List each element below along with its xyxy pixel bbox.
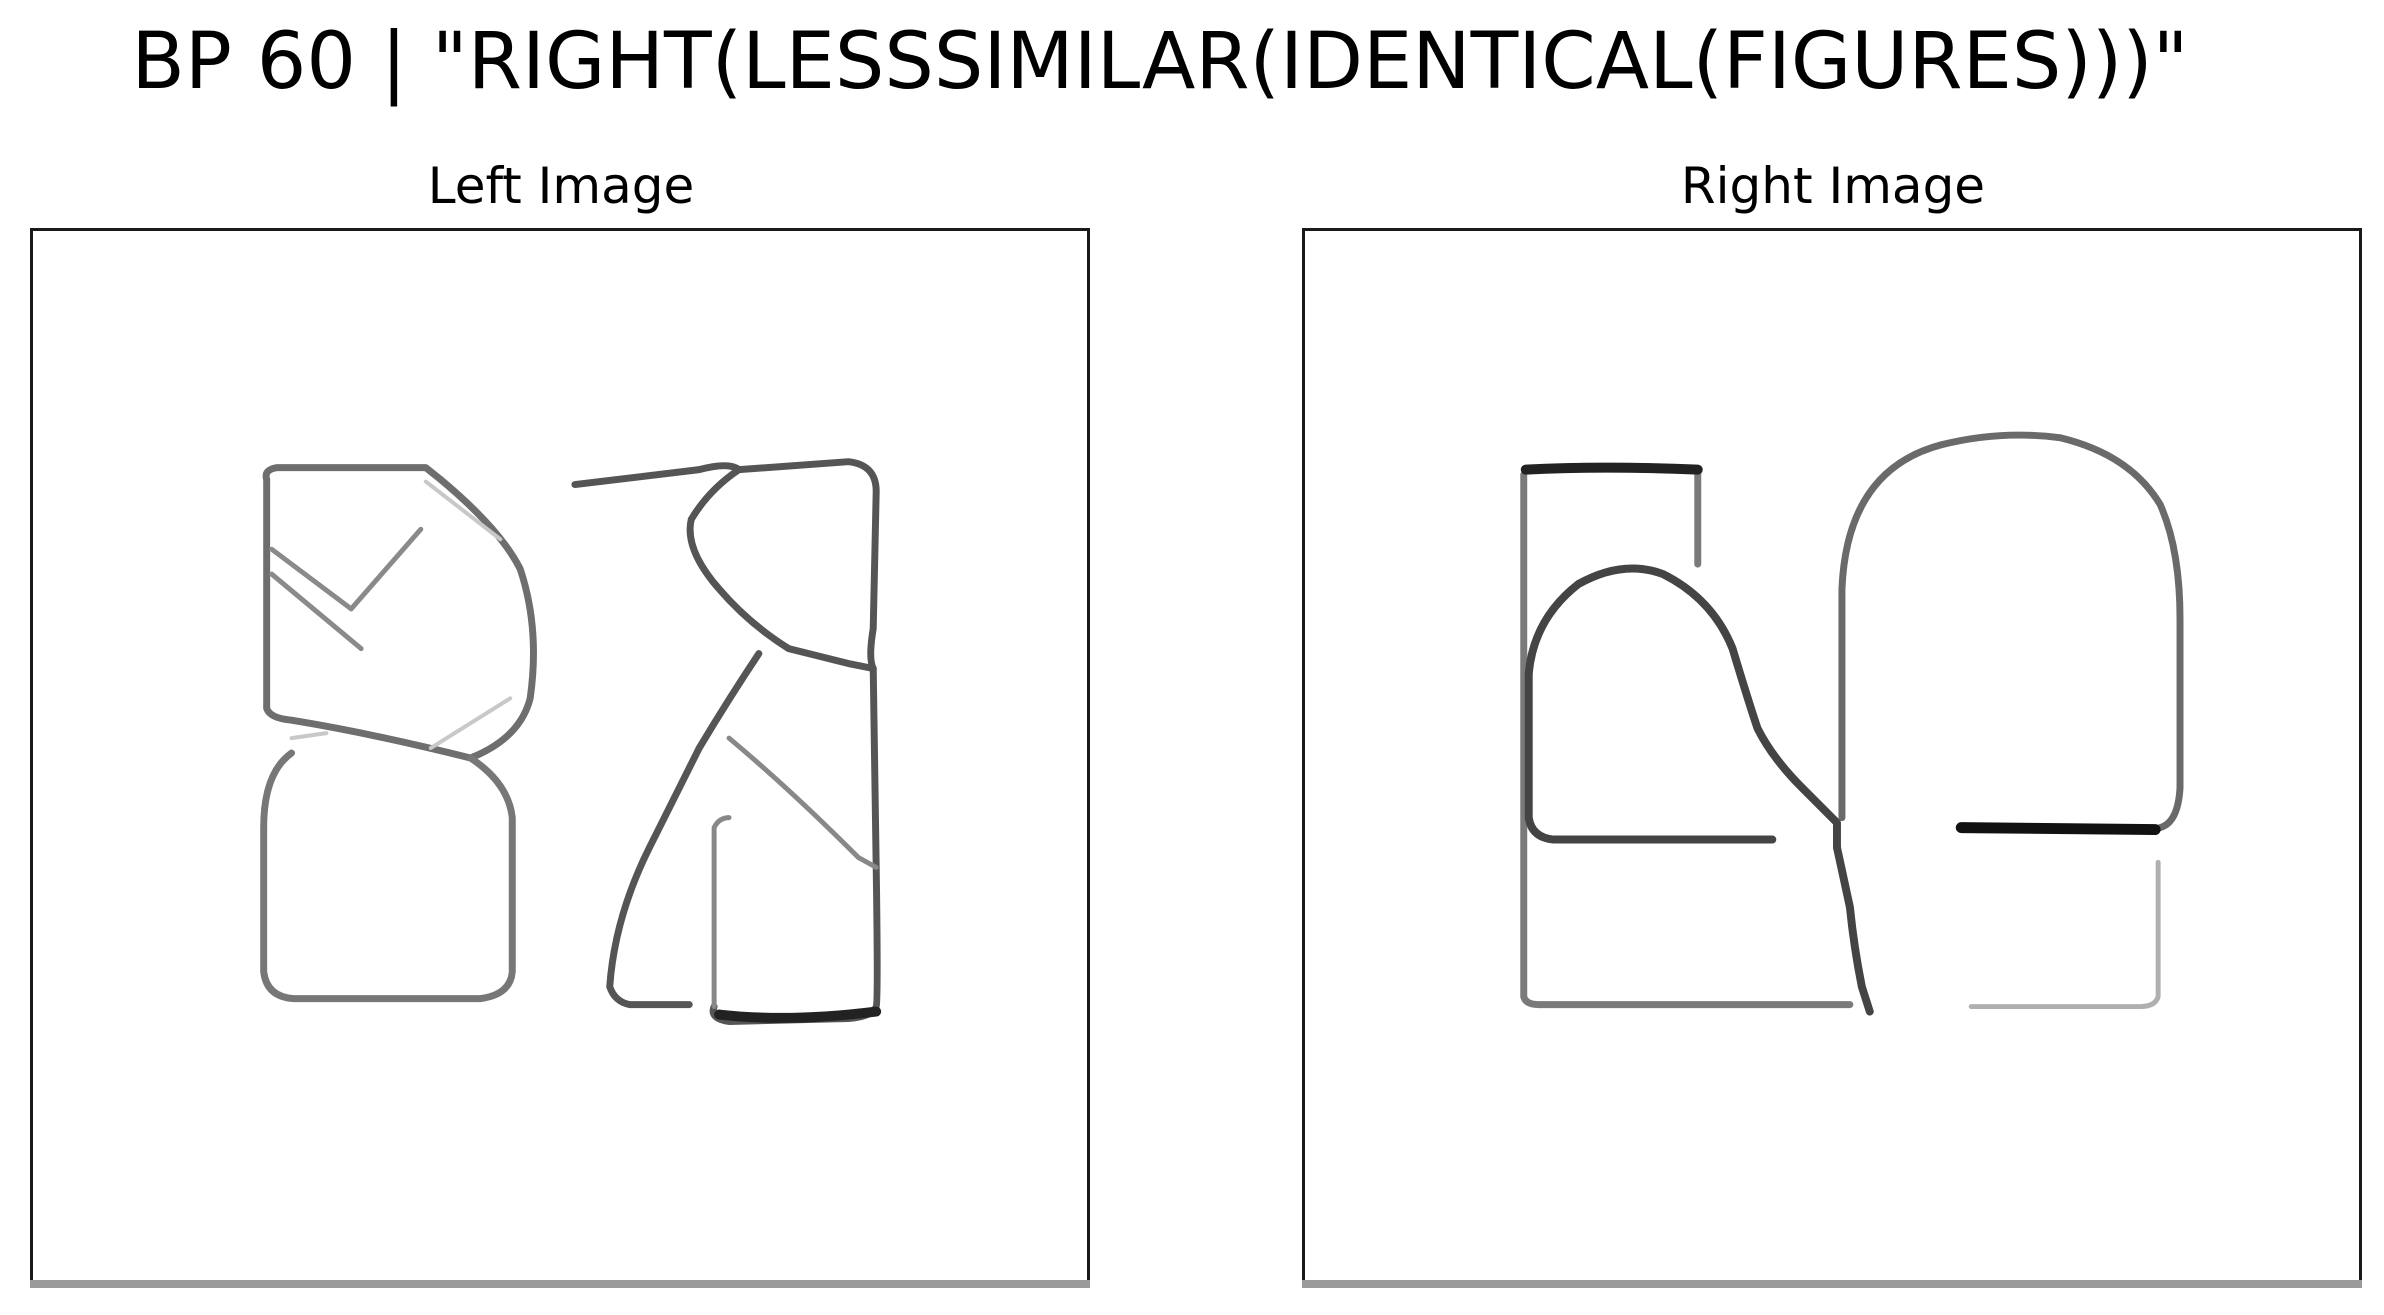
left-zigzag xyxy=(269,526,424,652)
left-image-title: Left Image xyxy=(427,157,695,215)
left-right-figure-inner xyxy=(711,735,879,1010)
right-panel-bottom-edge xyxy=(1302,1280,2362,1288)
left-right-figure xyxy=(571,458,881,1025)
right-outer-rect xyxy=(1520,466,1854,1009)
left-thick-bottom xyxy=(714,1006,882,1023)
right-thick-bar xyxy=(1955,822,2161,836)
left-top-loop xyxy=(262,464,537,762)
right-arch xyxy=(1838,431,2184,832)
left-panel-bottom-edge xyxy=(30,1280,1090,1288)
right-image-drawing xyxy=(1520,431,2184,1016)
figure-title: BP 60 | "RIGHT(LESSSIMILAR(IDENTICAL(FIG… xyxy=(131,17,2189,107)
right-blob xyxy=(1524,564,1874,1016)
right-image-panel xyxy=(1302,228,2362,1286)
left-image-panel xyxy=(30,228,1090,1286)
left-bottom-loop xyxy=(260,749,516,1003)
left-image-drawing xyxy=(260,458,882,1025)
right-top-edge xyxy=(1520,462,1703,475)
right-lower-box xyxy=(1968,859,2161,1010)
right-image-title: Right Image xyxy=(1680,157,1986,215)
left-cross-lines xyxy=(289,479,513,751)
